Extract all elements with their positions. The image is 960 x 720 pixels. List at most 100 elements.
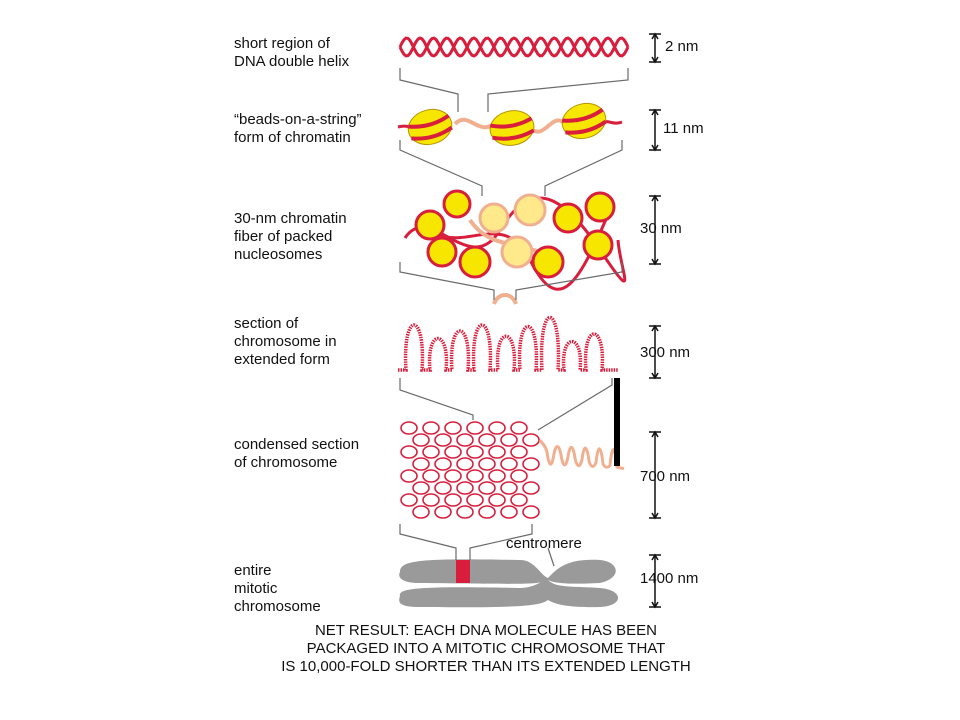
extended-chromosome-section xyxy=(398,293,618,372)
histone-core xyxy=(426,236,458,268)
coiled-loop xyxy=(434,505,452,519)
mitotic-chromosome xyxy=(399,559,618,608)
arrow-head xyxy=(651,258,659,266)
coiled-loop xyxy=(422,469,440,483)
nucleosome xyxy=(478,202,510,234)
label-beads-on-string: “beads-on-a-string”form of chromatin xyxy=(234,111,362,146)
scale-label-30nm: 30 nm xyxy=(640,220,682,237)
histone-core xyxy=(458,245,492,279)
arrow-head xyxy=(651,372,659,380)
coiled-loop xyxy=(500,433,518,447)
fiber-link xyxy=(492,293,518,305)
zoom-connector-lines xyxy=(399,68,629,567)
connector-line xyxy=(399,68,459,112)
dna-strand-1 xyxy=(398,36,630,58)
histone-core xyxy=(500,235,534,269)
scale-bar xyxy=(649,430,661,520)
coiled-loop xyxy=(510,445,528,459)
dna-wrap xyxy=(489,116,533,129)
sister-chromatid-top xyxy=(399,559,616,584)
coiled-loop xyxy=(400,493,418,507)
scale-label-2nm: 2 nm xyxy=(665,38,699,55)
arrow-head xyxy=(651,144,659,152)
coiled-loop xyxy=(400,469,418,483)
coiled-loop xyxy=(522,505,540,519)
coiled-loop xyxy=(456,457,474,471)
nucleosome xyxy=(500,235,534,269)
connector-line xyxy=(399,378,474,420)
connector-line xyxy=(487,68,629,112)
coiled-loop xyxy=(400,421,418,435)
dna-wrap xyxy=(411,125,453,141)
centromere-pointer xyxy=(547,547,555,567)
length-comparison-bar xyxy=(614,378,620,466)
coiled-loop xyxy=(412,481,430,495)
chromatin-loops xyxy=(398,316,618,372)
coiled-loop xyxy=(522,433,540,447)
histone-core xyxy=(582,229,614,261)
dna-double-helix xyxy=(398,36,630,58)
histone-core xyxy=(531,245,565,279)
nucleosome xyxy=(458,245,492,279)
coiled-loop xyxy=(434,481,452,495)
coiled-loop xyxy=(478,481,496,495)
scale-bar xyxy=(649,108,661,152)
coiled-loop xyxy=(422,421,440,435)
chromatin-fiber-30nm xyxy=(403,189,627,291)
coiled-loop xyxy=(422,445,440,459)
scale-label-700nm: 700 nm xyxy=(640,468,691,485)
arrow-head xyxy=(651,324,659,332)
arrow-head xyxy=(651,430,659,438)
connector-line xyxy=(537,378,613,431)
coiled-loop xyxy=(456,433,474,447)
dna-wrap xyxy=(408,113,450,129)
nucleosome xyxy=(531,245,565,279)
net-result-caption: NET RESULT: EACH DNA MOLECULE HAS BEEN P… xyxy=(281,622,691,675)
histone-core xyxy=(442,189,472,219)
coiled-loop xyxy=(434,457,452,471)
coiled-loop xyxy=(488,469,506,483)
coiled-loop xyxy=(444,421,462,435)
arrow-head xyxy=(651,194,659,202)
coiled-loop xyxy=(466,421,484,435)
coiled-loop xyxy=(478,433,496,447)
coiled-loop xyxy=(412,457,430,471)
coiled-loop xyxy=(456,481,474,495)
nucleosome xyxy=(582,229,614,261)
coiled-loop xyxy=(434,433,452,447)
coiled-loop xyxy=(488,421,506,435)
coiled-loop xyxy=(422,493,440,507)
coiled-loop xyxy=(466,445,484,459)
dna-strand-2 xyxy=(398,36,630,58)
connector-line xyxy=(469,524,533,560)
nucleosome xyxy=(426,236,458,268)
nucleosome xyxy=(407,108,453,146)
scale-bars xyxy=(649,32,661,609)
condensed-chromosome-section xyxy=(400,421,625,519)
coiled-loop xyxy=(510,493,528,507)
nucleosome xyxy=(513,193,547,227)
nucleosome xyxy=(442,189,472,219)
connector-line xyxy=(544,140,623,196)
histone-core xyxy=(513,193,547,227)
coiled-loop xyxy=(510,421,528,435)
coiled-loop xyxy=(412,505,430,519)
nucleosome xyxy=(584,191,616,223)
scale-label-11nm: 11 nm xyxy=(663,120,704,137)
coiled-loop xyxy=(522,457,540,471)
scale-bar xyxy=(649,32,661,64)
scale-bar xyxy=(649,194,661,266)
nucleosome xyxy=(552,202,584,234)
histone-core xyxy=(478,202,510,234)
beads-on-a-string xyxy=(397,102,623,146)
connector-line xyxy=(399,262,495,300)
coiled-loop xyxy=(456,505,474,519)
arrow-head xyxy=(651,32,659,40)
coiled-loop xyxy=(488,445,506,459)
coiled-loop xyxy=(522,481,540,495)
coiled-loop xyxy=(444,445,462,459)
